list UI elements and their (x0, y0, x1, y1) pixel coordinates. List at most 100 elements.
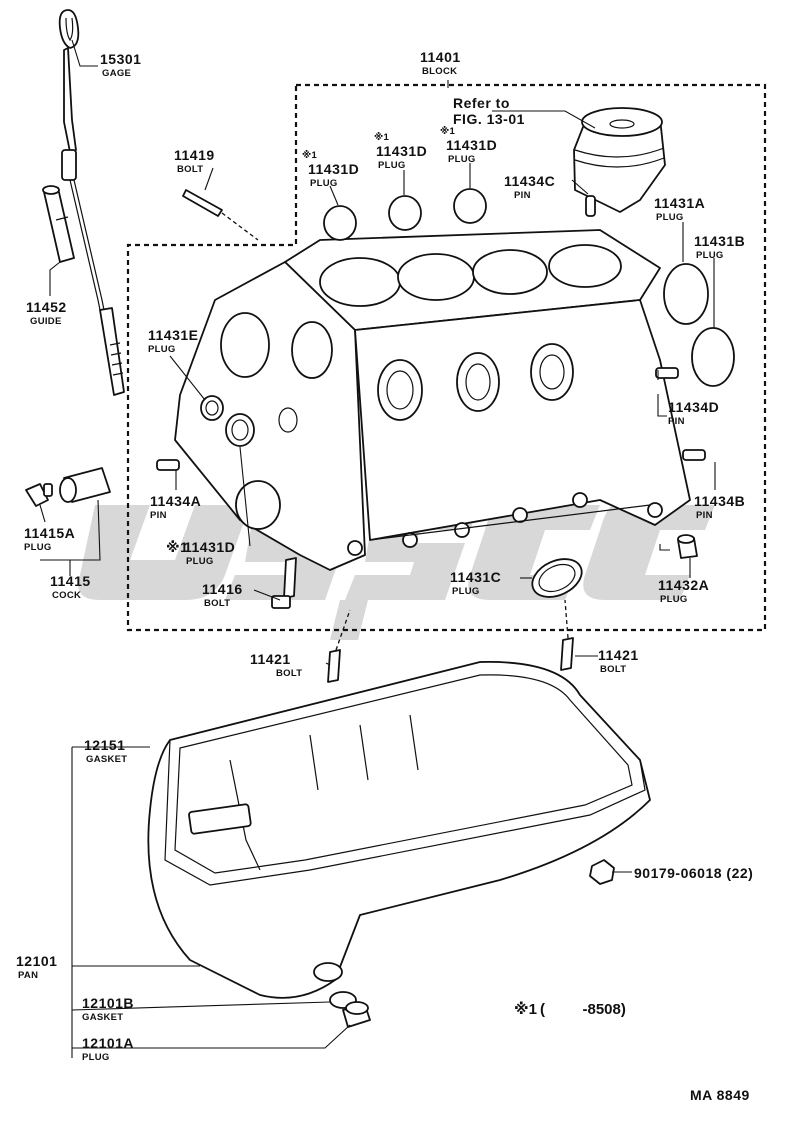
svg-text:11434D: 11434D (668, 399, 719, 415)
svg-text:PLUG: PLUG (148, 344, 176, 355)
cylinder-block (174, 229, 691, 571)
svg-text:12151: 12151 (84, 737, 125, 753)
svg-text:11431C: 11431C (450, 569, 501, 585)
svg-text:PIN: PIN (150, 510, 167, 521)
svg-text:11432A: 11432A (658, 577, 709, 593)
callout-plug-11431a: 11431A PLUG (654, 195, 705, 223)
svg-text:12101A: 12101A (82, 1035, 134, 1051)
svg-text:BOLT: BOLT (600, 664, 626, 675)
svg-text:BOLT: BOLT (204, 598, 230, 609)
svg-text:11431B: 11431B (694, 233, 745, 249)
callout-plug-11415a: 11415A PLUG (24, 525, 75, 553)
svg-text:PLUG: PLUG (660, 594, 688, 605)
svg-text:PLUG: PLUG (186, 556, 214, 567)
svg-text:PLUG: PLUG (452, 586, 480, 597)
callout-cock: 11415 COCK (50, 573, 91, 601)
callout-gasket-12101b: 12101B GASKET (82, 995, 134, 1023)
svg-text:※1: ※1 (302, 150, 318, 161)
svg-text:PLUG: PLUG (656, 212, 684, 223)
svg-text:90179-06018 (22): 90179-06018 (22) (634, 865, 753, 881)
svg-text:PAN: PAN (18, 970, 38, 981)
callout-plug-11431d-d: ※1 11431D PLUG (166, 539, 235, 567)
svg-text:11415: 11415 (50, 573, 91, 589)
svg-text:11434A: 11434A (150, 493, 201, 509)
callout-bolt-11421-b: 11421 BOLT (598, 647, 639, 675)
block-boundary (126, 83, 767, 632)
callout-plug-11431d-b: ※1 11431D PLUG (374, 132, 427, 171)
svg-text:11401: 11401 (420, 49, 461, 65)
svg-text:11434B: 11434B (694, 493, 745, 509)
small-parts (25, 188, 735, 885)
callout-bolt-11419: 11419 BOLT (174, 147, 215, 175)
callout-pin-11434a: 11434A PIN (150, 493, 201, 521)
svg-text:※1: ※1 (514, 1000, 537, 1018)
dipstick-gage (58, 9, 125, 396)
footnote: ※1 ( -8508) (514, 1000, 626, 1018)
svg-text:12101: 12101 (16, 953, 57, 969)
svg-text:12101B: 12101B (82, 995, 134, 1011)
svg-text:11421: 11421 (250, 651, 291, 667)
svg-text:FIG. 13-01: FIG. 13-01 (453, 111, 525, 127)
svg-text:11431D: 11431D (376, 143, 427, 159)
svg-text:11431D: 11431D (184, 539, 235, 555)
svg-text:15301: 15301 (100, 51, 141, 67)
svg-text:GASKET: GASKET (82, 1012, 123, 1023)
callout-pin-11434b: 11434B PIN (694, 493, 745, 521)
oil-pan (147, 661, 651, 1028)
callout-pin-11434c: 11434C PIN (504, 173, 555, 201)
callout-plug-11431d-c: ※1 11431D PLUG (440, 126, 497, 165)
svg-text:BLOCK: BLOCK (422, 66, 457, 77)
svg-text:PIN: PIN (668, 416, 685, 427)
callout-pan: 12101 PAN (16, 953, 57, 981)
svg-text:11431E: 11431E (148, 327, 199, 343)
callout-pin-11434d: 11434D PIN (668, 399, 719, 427)
callout-bolt-11421-a: 11421 BOLT (250, 651, 302, 679)
callout-gage: 15301 GAGE (100, 51, 141, 79)
svg-text:※1: ※1 (374, 132, 390, 143)
svg-text:11431A: 11431A (654, 195, 705, 211)
callout-nut: 90179-06018 (22) (634, 865, 753, 881)
svg-text:( -8508): ( -8508) (540, 1001, 626, 1018)
svg-text:BOLT: BOLT (177, 164, 203, 175)
callout-plug-11431d-a: ※1 11431D PLUG (302, 150, 359, 189)
dipstick-guide (42, 185, 75, 263)
svg-text:※1: ※1 (166, 539, 188, 555)
callout-plug-11432a: 11432A PLUG (658, 577, 709, 605)
svg-text:PLUG: PLUG (24, 542, 52, 553)
svg-text:GUIDE: GUIDE (30, 316, 62, 327)
svg-text:11416: 11416 (202, 581, 243, 597)
svg-text:BOLT: BOLT (276, 668, 302, 679)
callout-plug-11431c: 11431C PLUG (450, 569, 501, 597)
svg-text:11415A: 11415A (24, 525, 75, 541)
piston (573, 107, 666, 213)
callout-plug-11431b: 11431B PLUG (694, 233, 745, 261)
callout-plug-11431e: 11431E PLUG (148, 327, 199, 355)
svg-text:11431D: 11431D (446, 137, 497, 153)
svg-text:PLUG: PLUG (82, 1052, 110, 1063)
svg-text:PIN: PIN (514, 190, 531, 201)
svg-text:PLUG: PLUG (310, 178, 338, 189)
figure-code: MA 8849 (690, 1087, 750, 1103)
svg-text:11452: 11452 (26, 299, 67, 315)
callout-guide: 11452 GUIDE (26, 299, 67, 327)
callout-block: 11401 BLOCK (420, 49, 461, 77)
svg-text:GASKET: GASKET (86, 754, 127, 765)
svg-text:GAGE: GAGE (102, 68, 131, 79)
callout-bolt-11416: 11416 BOLT (202, 581, 243, 609)
svg-text:11419: 11419 (174, 147, 215, 163)
svg-text:COCK: COCK (52, 590, 81, 601)
svg-text:11421: 11421 (598, 647, 639, 663)
svg-text:PLUG: PLUG (448, 154, 476, 165)
leader-lines (39, 39, 716, 1058)
svg-text:PLUG: PLUG (378, 160, 406, 171)
callout-refer: Refer to FIG. 13-01 (453, 95, 525, 127)
svg-text:PLUG: PLUG (696, 250, 724, 261)
svg-text:11431D: 11431D (308, 161, 359, 177)
svg-text:Refer to: Refer to (453, 95, 510, 111)
svg-text:11434C: 11434C (504, 173, 555, 189)
svg-text:PIN: PIN (696, 510, 713, 521)
callout-gasket-12151: 12151 GASKET (84, 737, 127, 765)
svg-text:※1: ※1 (440, 126, 456, 137)
callout-plug-12101a: 12101A PLUG (82, 1035, 134, 1063)
